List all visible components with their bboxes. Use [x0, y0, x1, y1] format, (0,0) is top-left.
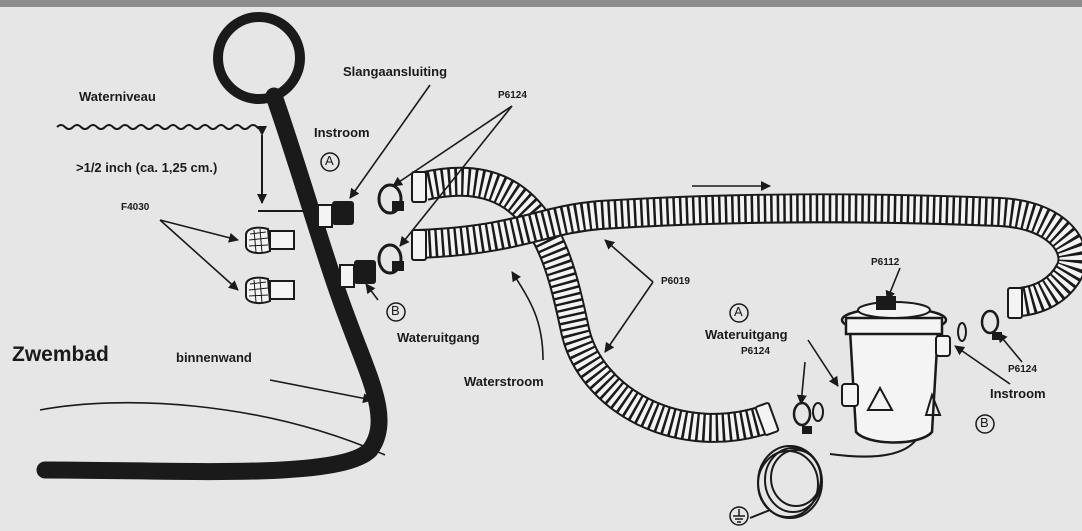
inflow-label-pump: Instroom: [990, 386, 1046, 401]
marker-a-pump: [729, 303, 749, 323]
clamp-part-label-pump-left: P6124: [741, 346, 770, 357]
marker-a-pump-letter: A: [734, 304, 743, 319]
hose-cuff-pump-outlet: [754, 402, 780, 436]
hose-connection-label: Slangaansluiting: [343, 64, 448, 79]
inflow-label-wall: Instroom: [314, 125, 370, 140]
leader-lines: [39, 84, 1023, 456]
marker-b-pump: [975, 414, 995, 434]
water-flow-label: Waterstroom: [464, 374, 544, 389]
pool-wall: [36, 12, 388, 481]
clamp-bottom: [377, 243, 404, 275]
water-level-label: Waterniveau: [79, 89, 156, 104]
strainer-part-label: F4030: [121, 202, 150, 213]
ground-icon: [729, 506, 749, 526]
marker-b-pump-letter: B: [980, 415, 989, 430]
hose-cuff-a: [411, 171, 427, 203]
clamp-pump-right: [957, 309, 1002, 342]
hose-connector-a: [317, 201, 354, 228]
clamp-part-label-pump-right: P6124: [1008, 364, 1037, 375]
top-bar: [0, 0, 1082, 7]
clamp-part-label-wall: P6124: [498, 90, 527, 101]
marker-b-wall: [386, 302, 406, 322]
clamp-top: [377, 183, 404, 215]
hose-connector-b: [339, 260, 376, 288]
marker-a-wall: [320, 152, 340, 172]
power-cord: [749, 439, 917, 519]
filter-pump: [840, 296, 951, 444]
depth-indicator: [257, 126, 320, 212]
pump-cap-part-label: P6112: [871, 257, 900, 268]
clamp-pump-left: [792, 401, 824, 434]
inner-wall-label: binnenwand: [176, 350, 252, 365]
pool-label: Zwembad: [12, 343, 109, 366]
water-level-line: [56, 124, 266, 130]
depth-label: >1/2 inch (ca. 1,25 cm.): [76, 160, 218, 175]
outlet-label-pump: Wateruitgang: [705, 327, 788, 342]
marker-a-wall-letter: A: [325, 153, 334, 168]
outlet-label-wall: Wateruitgang: [397, 330, 480, 345]
hose-outflow: [417, 193, 1082, 317]
hose-cuff-b: [411, 229, 427, 261]
hose-part-label: P6019: [661, 276, 690, 287]
strainer-bottom: [245, 276, 295, 305]
strainer-top: [245, 226, 295, 255]
hose-inflow: [421, 166, 776, 443]
marker-b-wall-letter: B: [391, 303, 400, 318]
hose-cuff-pump-inlet: [1007, 287, 1023, 319]
